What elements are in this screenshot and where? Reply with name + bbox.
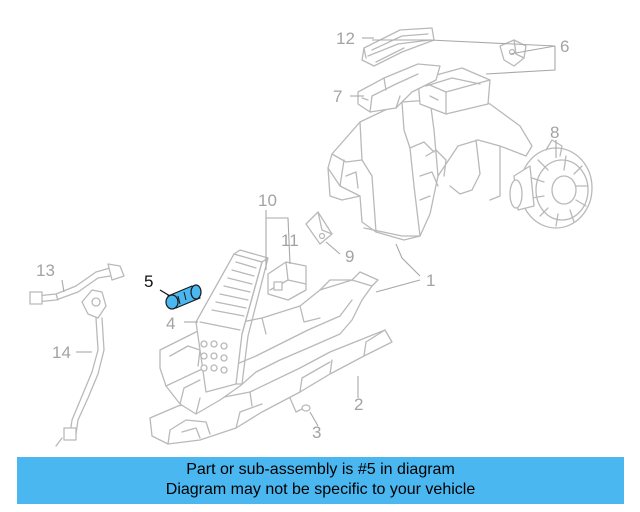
- callout-5: 5: [144, 272, 153, 291]
- lower-duct-assembly: [149, 329, 393, 445]
- blower-motor: [509, 139, 593, 229]
- leader-lines: [61, 37, 557, 427]
- blower-resistor: [305, 211, 333, 245]
- callout-9: 9: [345, 247, 354, 266]
- drain-hose: [29, 263, 125, 305]
- callout-2: 2: [354, 395, 363, 414]
- highlighted-part-5: [165, 284, 202, 310]
- callout-7: 7: [333, 87, 342, 106]
- ac-tube: [55, 289, 107, 447]
- vent-grille: [361, 27, 435, 67]
- mode-actuator: [267, 261, 307, 301]
- banner-line-2: Diagram may not be specific to your vehi…: [165, 481, 476, 498]
- banner-line-1: Part or sub-assembly is #5 in diagram: [186, 461, 455, 478]
- defroster-duct: [357, 63, 441, 113]
- callout-11: 11: [281, 231, 299, 250]
- evaporator-core: [195, 249, 269, 393]
- info-banner: Part or sub-assembly is #5 in diagram Di…: [17, 457, 624, 504]
- callout-4: 4: [166, 314, 175, 333]
- callout-8: 8: [550, 123, 559, 142]
- upper-case: [327, 93, 533, 241]
- parts-diagram: 12 6 7 8 10 11 9 13 1 5 4 14 2 3: [29, 27, 593, 447]
- callout-13: 13: [36, 261, 55, 280]
- callout-10: 10: [258, 191, 277, 210]
- callout-14: 14: [52, 343, 71, 362]
- callout-12: 12: [336, 29, 355, 48]
- callouts: 12 6 7 8 10 11 9 13 1 5 4 14 2 3: [36, 29, 569, 442]
- callout-1: 1: [426, 271, 435, 290]
- callout-3: 3: [312, 423, 321, 442]
- callout-6: 6: [560, 37, 569, 56]
